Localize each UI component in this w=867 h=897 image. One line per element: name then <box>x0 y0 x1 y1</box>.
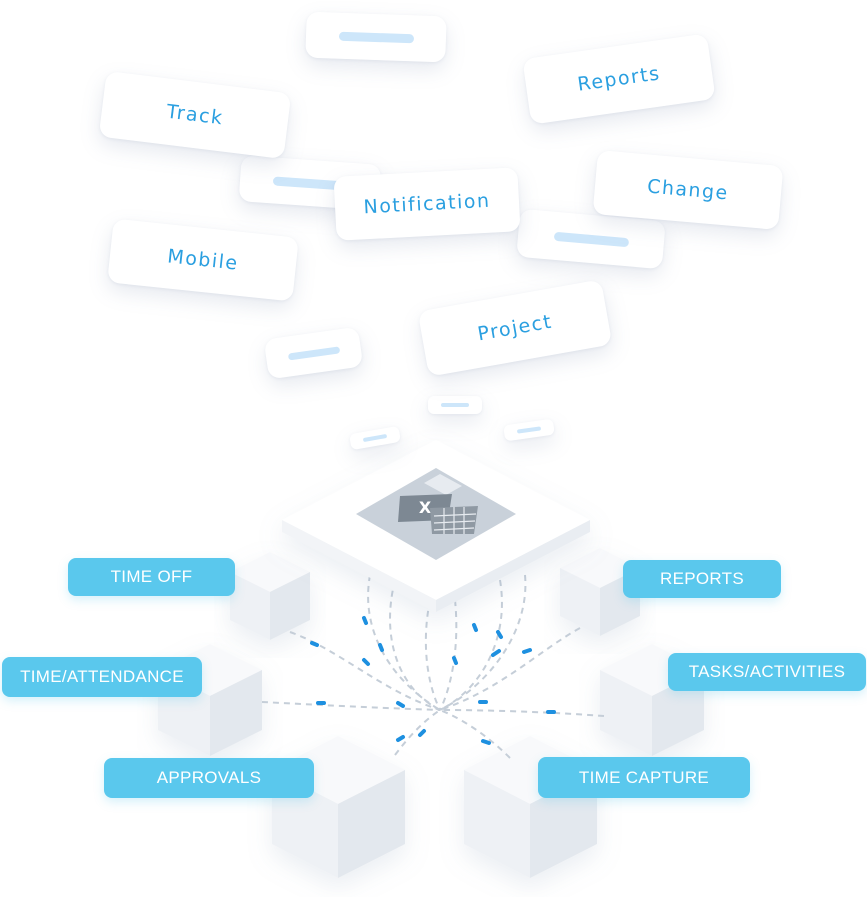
label-time-off-text: TIME OFF <box>110 567 193 586</box>
label-time-attendance: TIME/ATTENDANCE <box>2 657 202 697</box>
label-approvals-text: APPROVALS <box>156 768 262 787</box>
label-reports-text: REPORTS <box>660 569 744 588</box>
label-reports: REPORTS <box>623 560 781 598</box>
label-tasks-activities: TASKS/ACTIVITIES <box>668 653 866 691</box>
label-tasks-activities-text: TASKS/ACTIVITIES <box>688 662 846 681</box>
excel-spreadsheet-icon: X <box>356 468 516 560</box>
connector-accents <box>310 616 556 745</box>
card-mobile-label: Mobile <box>166 245 240 275</box>
label-time-capture: TIME CAPTURE <box>538 757 750 798</box>
placeholder-card-top <box>305 11 447 63</box>
card-notification-label: Notification <box>362 189 492 219</box>
svg-text:X: X <box>419 498 432 517</box>
label-approvals: APPROVALS <box>104 758 314 798</box>
card-track-label: Track <box>165 100 225 130</box>
label-time-capture-text: TIME CAPTURE <box>578 767 710 787</box>
card-change-label: Change <box>646 175 730 205</box>
placeholder-mini-card-1 <box>428 396 482 414</box>
label-time-attendance-text: TIME/ATTENDANCE <box>20 667 184 686</box>
card-reports-label: Reports <box>576 62 662 96</box>
card-project-label: Project <box>475 310 555 346</box>
cube-time-off <box>230 552 310 640</box>
label-time-off: TIME OFF <box>68 558 235 596</box>
card-notification: Notification <box>333 167 521 241</box>
